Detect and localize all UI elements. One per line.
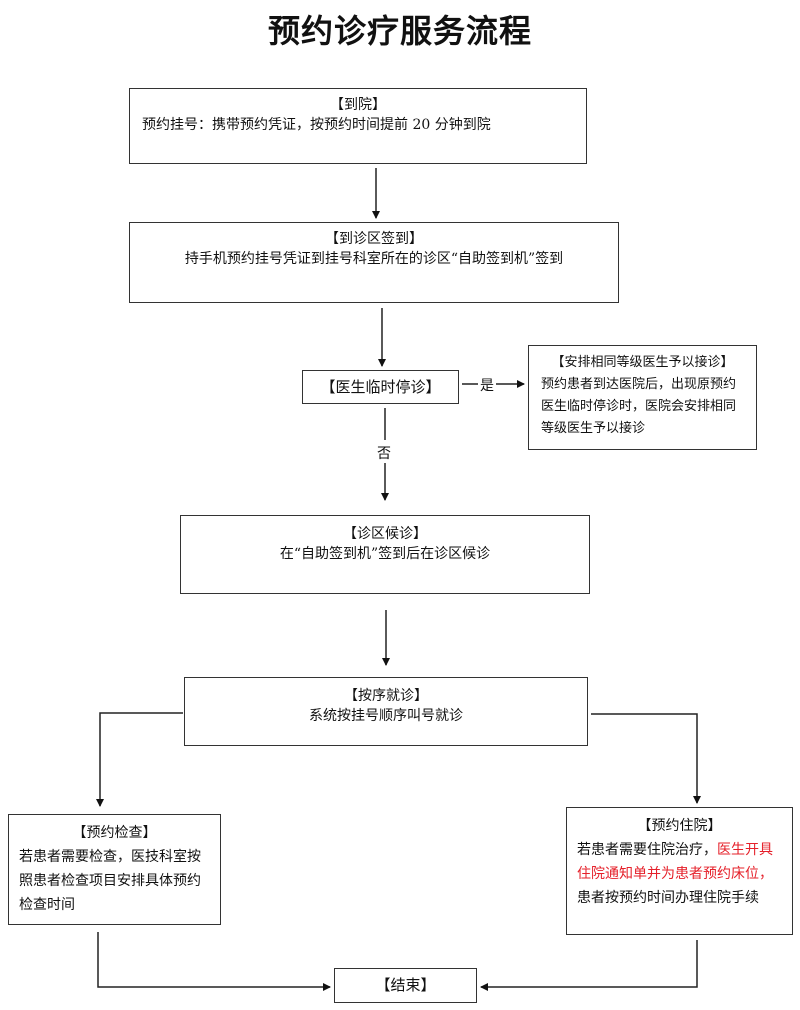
arrow-consult-to-exam (96, 712, 183, 807)
edge-label-no: 否 (377, 443, 391, 463)
step-body: 持手机预约挂号凭证到挂号科室所在的诊区“自助签到机”签到 (184, 251, 564, 267)
step-consult: 【按序就诊】 系统按挂号顺序叫号就诊 (184, 677, 588, 746)
step-body: 在“自助签到机”签到后在诊区候诊 (279, 546, 491, 562)
step-heading: 【诊区候诊】 (343, 526, 427, 542)
step-wait: 【诊区候诊】 在“自助签到机”签到后在诊区候诊 (180, 515, 590, 594)
step-body: 预约患者到达医院后，出现原预约医生临时停诊时，医院会安排相同等级医生予以接诊 (541, 377, 737, 436)
step-body: 预约挂号：携带预约凭证，按预约时间提前 20 分钟到院 (142, 117, 491, 133)
step-heading: 【安排相同等级医生予以接诊】 (551, 355, 734, 370)
end-label: 【结束】 (375, 976, 436, 994)
arrow-admission-to-end (480, 940, 698, 991)
step-heading: 【到诊区签到】 (325, 231, 423, 247)
step-body: 系统按挂号顺序叫号就诊 (309, 708, 463, 724)
step-arrive: 【到院】 预约挂号：携带预约凭证，按预约时间提前 20 分钟到院 (129, 88, 587, 164)
step-heading: 【到院】 (330, 97, 386, 113)
body-prefix: 若患者需要住院治疗， (577, 842, 717, 858)
step-decision-doctor-absent: 【医生临时停诊】 (302, 370, 459, 404)
step-end: 【结束】 (334, 968, 477, 1003)
step-heading: 【按序就诊】 (344, 688, 428, 704)
arrow-consult-to-admission (591, 713, 701, 804)
body-highlight: 医生开具住院通知单并为患者预约床位， (577, 842, 773, 882)
step-exam: 【预约检查】 若患者需要检查，医技科室按照患者检查项目安排具体预约检查时间 (8, 814, 221, 925)
page-title: 预约诊疗服务流程 (267, 12, 532, 50)
edge-label-yes: 是 (478, 375, 496, 395)
step-substitute-doctor: 【安排相同等级医生予以接诊】 预约患者到达医院后，出现原预约医生临时停诊时，医院… (528, 345, 757, 450)
decision-label: 【医生临时停诊】 (320, 378, 441, 396)
step-body: 若患者需要住院治疗，医生开具住院通知单并为患者预约床位， 患者按预约时间办理住院手… (577, 838, 782, 910)
step-heading: 【预约住院】 (637, 818, 722, 834)
step-heading: 【预约检查】 (72, 825, 157, 841)
body-suffix: 患者按预约时间办理住院手续 (577, 890, 759, 906)
step-body: 若患者需要检查，医技科室按照患者检查项目安排具体预约检查时间 (19, 849, 201, 913)
step-checkin: 【到诊区签到】 持手机预约挂号凭证到挂号科室所在的诊区“自助签到机”签到 (129, 222, 619, 303)
step-admission: 【预约住院】 若患者需要住院治疗，医生开具住院通知单并为患者预约床位， 患者按预约… (566, 807, 793, 935)
arrow-exam-to-end (97, 932, 331, 991)
